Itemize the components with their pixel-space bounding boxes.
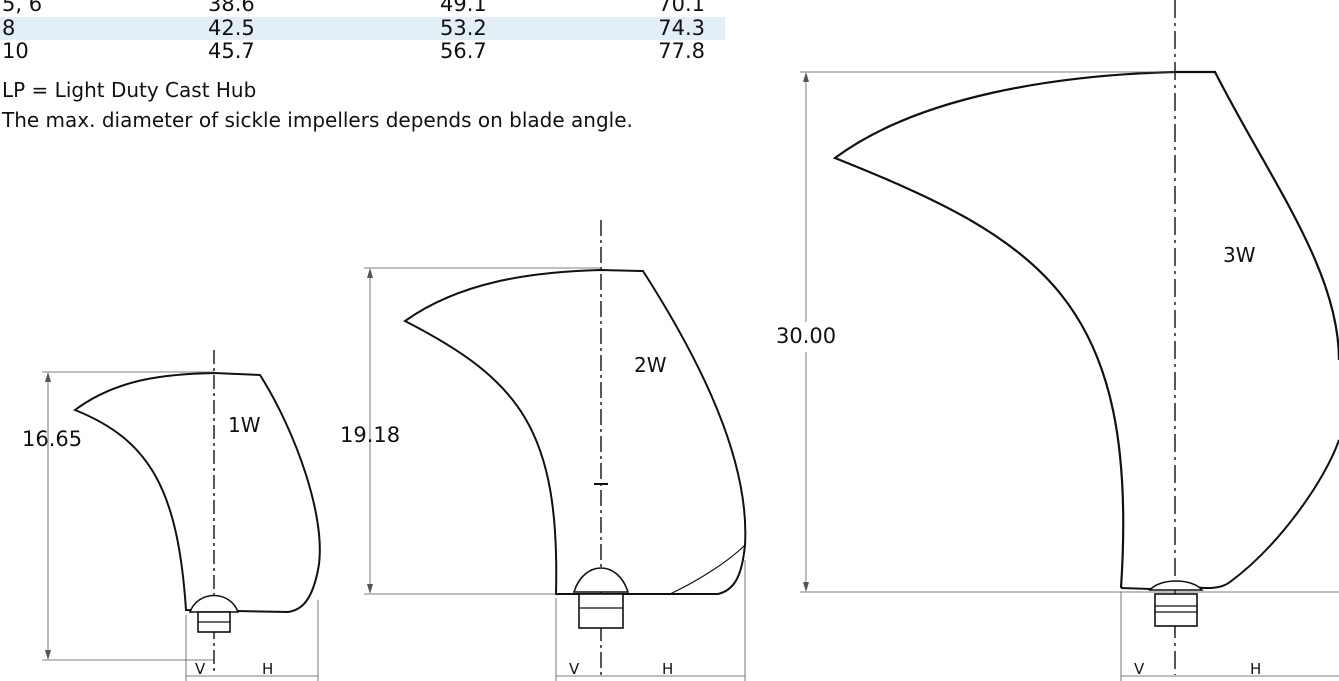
height-label-3w: 30.00 xyxy=(776,324,836,348)
arrow-up-1w xyxy=(45,372,51,382)
impeller-2w: 19.18 2W V H xyxy=(340,220,747,681)
hub-1w xyxy=(188,594,240,613)
blade-outline-3w xyxy=(832,70,1339,589)
blade-trail-3w xyxy=(1120,439,1339,591)
blade-root-2w xyxy=(556,544,746,595)
table-cell: 74.3 xyxy=(658,16,705,40)
hub-base-2w xyxy=(578,593,624,629)
table-cell: 10 xyxy=(2,39,29,63)
code-label-1w: 1W xyxy=(228,413,261,437)
blade-outline-2w xyxy=(403,268,747,595)
height-label-bg-3w xyxy=(776,322,838,352)
height-label-1w: 16.65 xyxy=(22,427,82,451)
table-row: 10 45.7 56.7 77.8 xyxy=(0,40,725,63)
hub-base-3w xyxy=(1154,593,1198,627)
v-label-3w: V xyxy=(1134,660,1145,678)
code-label-3w: 3W xyxy=(1223,243,1256,267)
table-row: 5, 6 38.6 49.1 70.1 xyxy=(0,0,725,17)
table-cell: 45.7 xyxy=(208,39,255,63)
arrow-down-2w xyxy=(367,584,373,594)
table-cell: 77.8 xyxy=(658,39,705,63)
diameter-note: The max. diameter of sickle impellers de… xyxy=(2,108,633,132)
arrow-down-3w xyxy=(803,582,809,592)
impeller-1w: 16.65 1W V H xyxy=(22,350,321,681)
height-label-2w: 19.18 xyxy=(340,423,400,447)
h-label-3w: H xyxy=(1250,660,1261,678)
arrow-up-3w xyxy=(803,72,809,82)
arrow-down-1w xyxy=(45,650,51,660)
v-label-2w: V xyxy=(569,660,580,678)
v-label-1w: V xyxy=(195,660,206,678)
hub-note: LP = Light Duty Cast Hub xyxy=(2,78,257,102)
code-label-2w: 2W xyxy=(634,353,667,377)
arrow-up-2w xyxy=(367,268,373,278)
h-label-2w: H xyxy=(662,660,673,678)
table-row: 8 42.5 53.2 74.3 xyxy=(0,17,725,40)
dimension-table: 5, 6 38.6 49.1 70.1 8 42.5 53.2 74.3 10 … xyxy=(0,0,725,63)
table-cell: 8 xyxy=(2,16,16,40)
blade-outline-1w xyxy=(72,371,321,614)
h-label-1w: H xyxy=(262,660,273,678)
impeller-3w: 30.00 3W V H xyxy=(776,0,1339,681)
table-cell: 53.2 xyxy=(440,16,487,40)
table-cell: 42.5 xyxy=(208,16,255,40)
table-cell: 56.7 xyxy=(440,39,487,63)
hub-3w xyxy=(1148,580,1204,591)
hub-2w xyxy=(572,567,630,593)
